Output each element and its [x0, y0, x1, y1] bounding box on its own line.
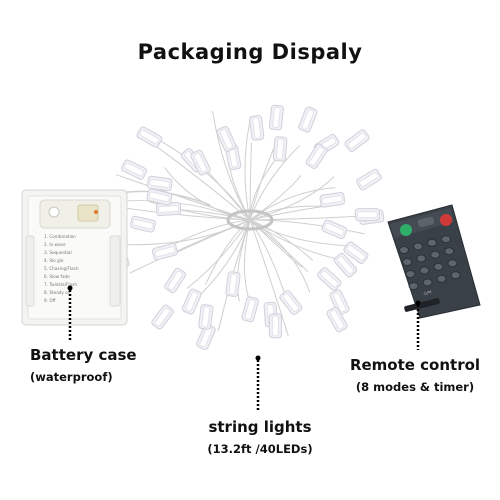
remote-control-label: Remote control (8 modes & timer): [340, 356, 490, 394]
led-bulb: [216, 126, 237, 152]
battery-mode-item: 3. Sequential: [44, 250, 72, 255]
remote-control-title: Remote control: [349, 356, 481, 374]
battery-case-title: Battery case: [30, 346, 137, 364]
led-bulb: [268, 313, 282, 339]
led-bulb: [151, 242, 178, 261]
led-wire: [159, 140, 251, 221]
remote-button: [402, 258, 413, 266]
led-bulb: [305, 143, 328, 169]
remote-button: [444, 247, 455, 256]
led-wire: [122, 219, 251, 246]
led-wire: [249, 219, 311, 293]
led-bulb: [136, 126, 163, 148]
battery-mode-item: 7. Twinkle/Flash: [44, 282, 77, 287]
remote-button: [422, 278, 433, 287]
led-wire: [249, 205, 329, 221]
led-bulb: [190, 149, 211, 176]
remote-control-note: (8 modes & timer): [355, 380, 475, 394]
led-wire: [244, 118, 252, 221]
remote-control: Q/M: [387, 204, 481, 319]
led-bulb: [333, 252, 358, 278]
led-bulb: [279, 290, 303, 315]
remote-button: [450, 271, 461, 280]
remote-button: [441, 235, 451, 244]
led-bulb: [146, 175, 173, 192]
string-lights-note: (13.2ft /40LEDs): [207, 442, 313, 456]
power-switch-icon: [48, 206, 60, 218]
led-wire: [249, 176, 335, 221]
wire-bundle: [226, 209, 274, 231]
led-bulb: [356, 168, 382, 191]
battery-mode-item: 1. Combination: [44, 234, 76, 239]
led-bulb: [326, 306, 348, 333]
led-bulb: [319, 191, 346, 208]
battery-mode-item: 4. Slo glo: [44, 258, 64, 263]
string-lights-label: string lights (13.2ft /40LEDs): [170, 418, 350, 456]
led-bulb: [269, 104, 284, 131]
remote-button: [430, 250, 441, 259]
led-wire: [249, 219, 314, 261]
off-button-icon: [440, 214, 452, 226]
remote-button: [413, 242, 423, 251]
led-wire: [249, 205, 325, 221]
led-bulb: [146, 188, 173, 206]
battery-mode-item: 6. Slow fade: [44, 274, 70, 279]
remote-button: [408, 282, 419, 290]
led-wire: [164, 167, 251, 221]
led-wire: [236, 219, 251, 302]
led-bulb: [198, 304, 214, 330]
led-bulb: [181, 288, 202, 315]
remote-button: [405, 270, 416, 278]
battery-mode-item: 5. Chasing/Flash: [44, 266, 79, 271]
battery-mode-item: 9. Off: [44, 298, 56, 303]
on-button-icon: [400, 224, 412, 236]
led-bulb: [130, 215, 156, 233]
led-bulb: [344, 129, 370, 153]
led-wire: [249, 175, 302, 221]
battery-case: 1. Combination 2. In wave 3. Sequential 4. …: [21, 189, 128, 326]
led-bulb: [249, 115, 265, 141]
page-title: Packaging Dispaly: [137, 40, 363, 64]
led-cluster: [101, 104, 385, 350]
led-wire: [243, 219, 251, 301]
led-wire: [249, 147, 275, 221]
led-bulb: [343, 241, 369, 265]
led-bulb: [164, 267, 187, 294]
string-lights-title: string lights: [208, 418, 312, 436]
remote-button: [447, 259, 458, 268]
led-bulb: [354, 208, 380, 222]
led-bulb: [317, 267, 342, 291]
battery-mode-item: 8. Steady on: [44, 290, 71, 295]
led-wire: [205, 219, 251, 285]
remote-button: [433, 262, 444, 271]
led-wire: [249, 219, 309, 273]
remote-button: [436, 274, 447, 283]
led-bulb: [272, 136, 288, 162]
led-bulb: [225, 271, 241, 297]
led-bulb: [298, 106, 318, 133]
remote-button: [399, 246, 409, 254]
led-bulb: [151, 304, 174, 330]
remote-button: [416, 254, 427, 263]
led-wire: [164, 219, 251, 250]
battery-case-label: Battery case (waterproof): [30, 346, 160, 384]
led-wire: [249, 219, 289, 337]
led-bulb: [121, 159, 147, 180]
led-wire: [249, 219, 358, 247]
remote-button: [427, 238, 437, 247]
led-bulb: [321, 219, 348, 240]
remote-small-text: Q/M: [423, 289, 432, 296]
led-wire: [249, 219, 303, 268]
led-wire: [249, 187, 336, 221]
battery-mode-item: 2. In wave: [44, 242, 66, 247]
led-bulb: [241, 296, 259, 323]
led-wire: [249, 215, 365, 221]
remote-button: [419, 266, 430, 275]
battery-case-note: (waterproof): [30, 370, 113, 384]
led-bulb: [329, 289, 350, 316]
